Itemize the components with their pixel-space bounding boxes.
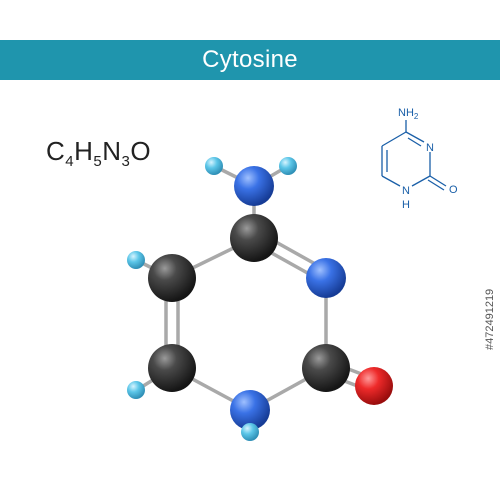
- hydrogen-atom: [205, 157, 223, 175]
- hydrogen-atom: [241, 423, 259, 441]
- carbon-atom: [302, 344, 350, 392]
- nitrogen-atom: [234, 166, 274, 206]
- hydrogen-atom: [279, 157, 297, 175]
- nitrogen-atom: [230, 390, 270, 430]
- skeletal-bond: [381, 175, 401, 187]
- skeletal-bond: [405, 131, 425, 143]
- skeletal-h-label: H: [402, 199, 410, 211]
- formula-count: 4: [65, 153, 75, 170]
- carbon-atom: [230, 214, 278, 262]
- skeletal-bond: [427, 179, 445, 191]
- skeletal-n-label: N: [426, 142, 434, 154]
- hydrogen-atom: [127, 251, 145, 269]
- atoms: [127, 157, 393, 441]
- oxygen-atom: [355, 367, 393, 405]
- formula-count: 3: [121, 153, 131, 170]
- chemical-formula: C4H5N3O: [46, 136, 151, 170]
- page-title: Cytosine: [202, 46, 298, 73]
- formula-element: H: [74, 136, 94, 166]
- hydrogen-atom: [127, 381, 145, 399]
- skeletal-bond: [411, 175, 431, 187]
- title-banner: Cytosine: [0, 40, 500, 80]
- formula-element: N: [102, 136, 122, 166]
- skeletal-bond: [381, 131, 407, 147]
- skeletal-formula: [381, 120, 447, 191]
- skeletal-bond: [407, 137, 422, 147]
- formula-element: C: [46, 136, 66, 166]
- skeletal-nh2-label: NH2: [398, 107, 419, 121]
- formula-count: 5: [93, 153, 103, 170]
- nitrogen-atom: [306, 258, 346, 298]
- skeletal-bond: [429, 175, 447, 187]
- skeletal-nh-label: N: [402, 185, 410, 197]
- carbon-atom: [148, 254, 196, 302]
- formula-element: O: [130, 136, 152, 166]
- skeletal-labels: NH2 N O N H: [398, 107, 458, 211]
- stock-id: #472491219: [484, 288, 496, 350]
- carbon-atom: [148, 344, 196, 392]
- skeletal-o-label: O: [449, 184, 458, 196]
